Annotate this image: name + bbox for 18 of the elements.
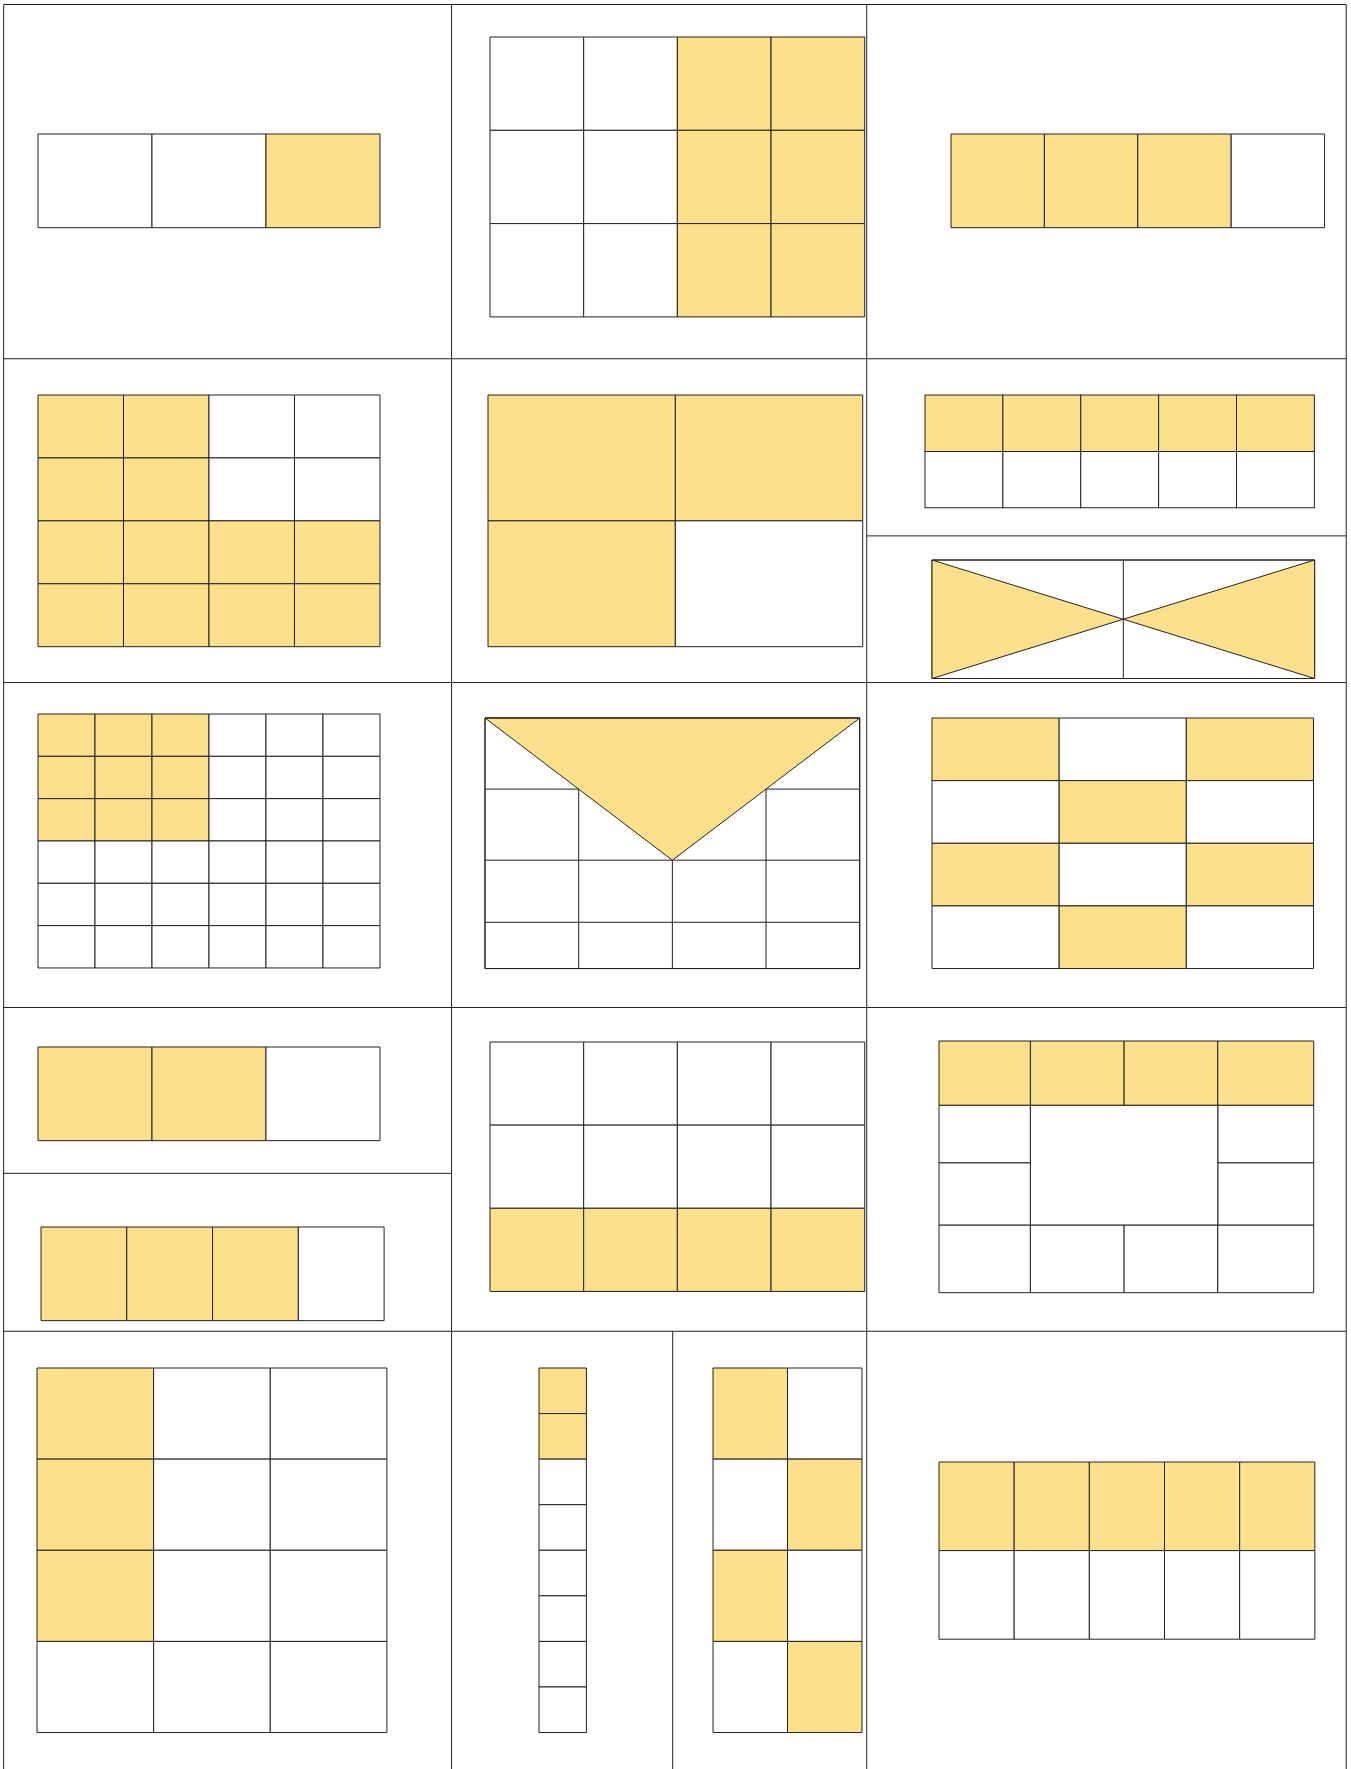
fraction-shape-drawing bbox=[932, 559, 1315, 679]
fraction-grid bbox=[38, 134, 381, 228]
fraction-grid bbox=[539, 1367, 587, 1733]
fraction-grid bbox=[925, 395, 1315, 508]
fraction-grid bbox=[487, 395, 863, 647]
fraction-grid bbox=[38, 1047, 381, 1142]
fraction-grid bbox=[713, 1367, 863, 1733]
fraction-shape-drawing bbox=[939, 1040, 1314, 1293]
fraction-shape-drawing bbox=[485, 717, 860, 969]
fraction-grid bbox=[489, 1041, 865, 1292]
fraction-grid bbox=[37, 1367, 388, 1733]
fraction-grid bbox=[932, 717, 1314, 969]
fraction-grid bbox=[38, 395, 381, 647]
fraction-grid bbox=[951, 134, 1326, 228]
fraction-grid bbox=[38, 714, 381, 969]
fraction-grid bbox=[489, 37, 865, 318]
fraction-grid bbox=[939, 1461, 1315, 1639]
fraction-grid bbox=[40, 1226, 384, 1321]
